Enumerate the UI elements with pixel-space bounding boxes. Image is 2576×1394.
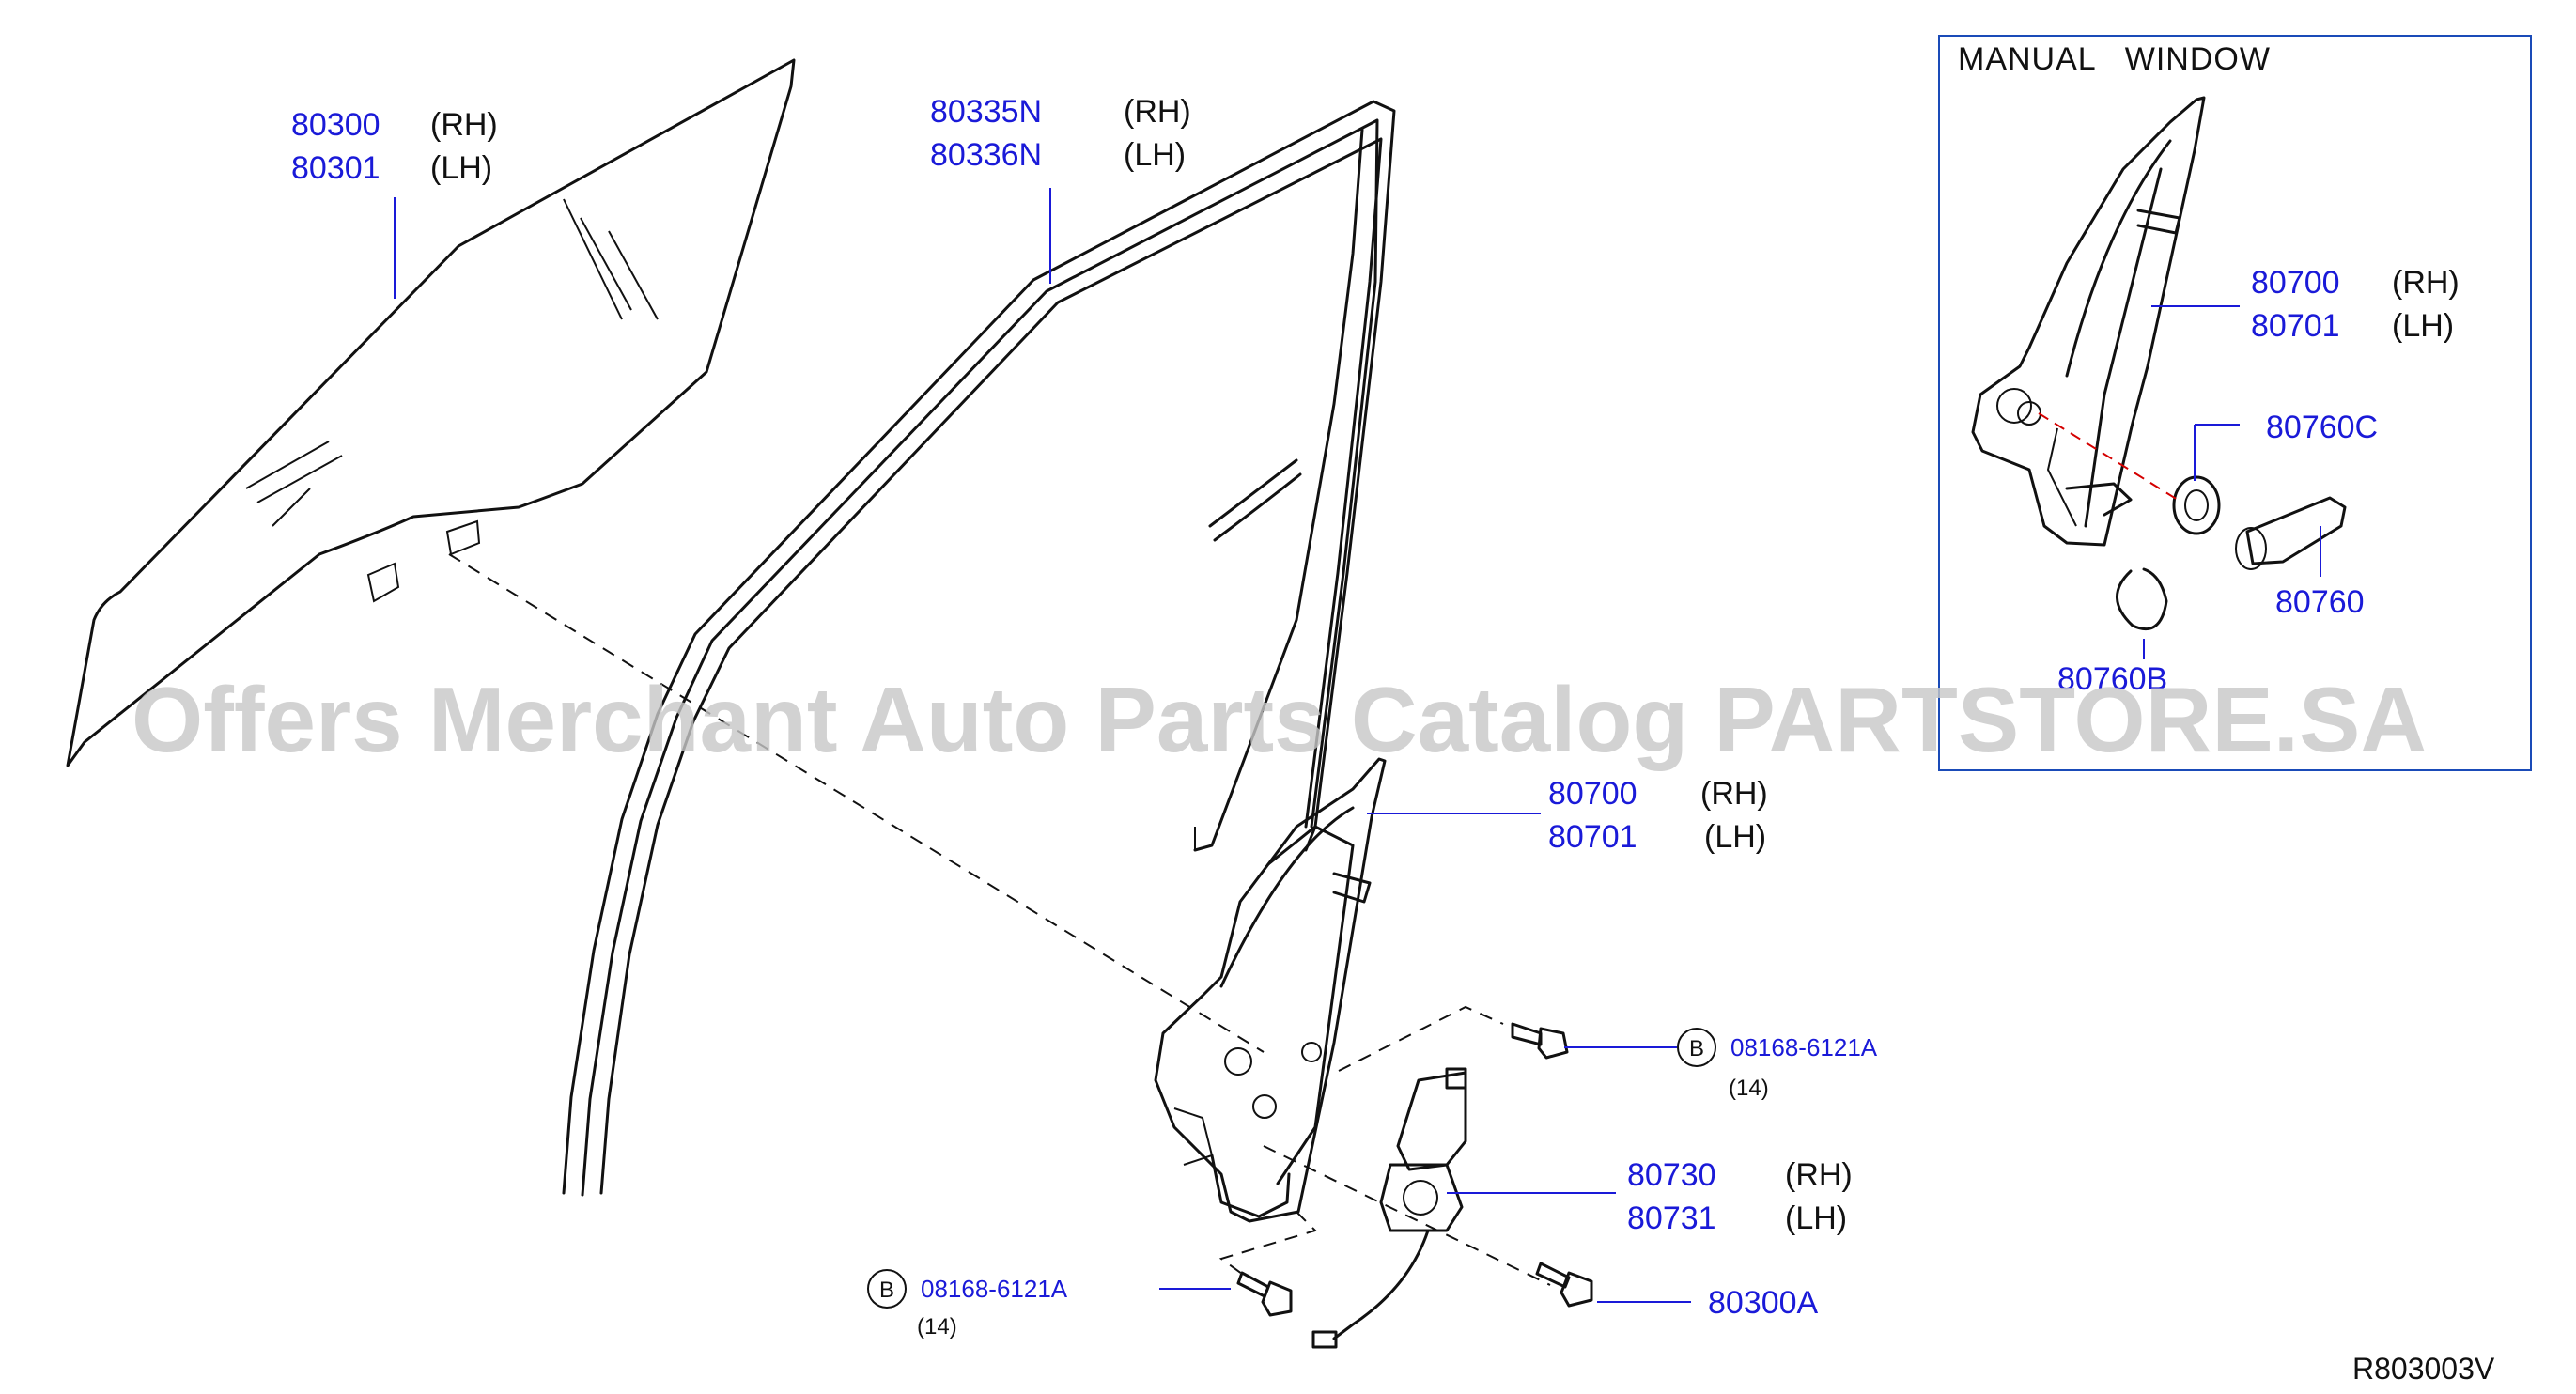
door-glass-drawing [66, 58, 796, 767]
run-channel-lh-side: (LH) [1124, 137, 1186, 173]
manual-regulator-rh-number[interactable]: 80700 [2251, 265, 2340, 301]
manual-regulator-rh-side: (RH) [2392, 265, 2460, 301]
bolt-upper-symbol-letter: B [1689, 1036, 1704, 1061]
glass-rh-number[interactable]: 80300 [291, 107, 380, 143]
assembly-lines [448, 553, 1551, 1286]
bolt-upper-symbol [1677, 1028, 1716, 1067]
manual-window-inset: MANUAL WINDOW 80700 (R [1938, 35, 2532, 771]
leader-lines [394, 188, 1691, 1303]
bolt-lower-drawing [1236, 1271, 1293, 1317]
watermark-text: Offers Merchant Auto Parts Catalog PARTS… [132, 668, 2427, 771]
motor-rh-number[interactable]: 80730 [1627, 1157, 1716, 1193]
bolt-upper-number[interactable]: 08168-6121A [1730, 1033, 1878, 1061]
glass-rh-side: (RH) [430, 107, 498, 143]
motor-lh-number[interactable]: 80731 [1627, 1200, 1716, 1236]
inset-title: MANUAL WINDOW [1958, 41, 2271, 77]
inset-frame [1938, 35, 2532, 771]
handle-number[interactable]: 80760 [2275, 584, 2365, 620]
manual-regulator-drawing [1971, 96, 2206, 547]
motor-rh-side: (RH) [1785, 1157, 1853, 1193]
glass-lh-side: (LH) [430, 150, 492, 186]
run-channel-lh-number[interactable]: 80336N [930, 137, 1042, 173]
motor-drawing [1311, 1067, 1467, 1349]
handle-drawing [2235, 496, 2347, 570]
glass-bolt-drawing [1535, 1262, 1593, 1308]
power-regulator-drawing [1154, 757, 1387, 1223]
glass-bolt-number[interactable]: 80300A [1708, 1285, 1819, 1321]
clip-number[interactable]: 80760B [2057, 661, 2167, 697]
motor-lh-side: (LH) [1785, 1200, 1847, 1236]
bolt-upper-drawing [1511, 1022, 1569, 1060]
bolt-lower-symbol [867, 1269, 907, 1309]
bolt-lower-symbol-letter: B [879, 1278, 894, 1303]
regulator-rh-number[interactable]: 80700 [1548, 776, 1637, 812]
run-channel-rh-side: (RH) [1124, 94, 1191, 130]
glass-lh-number[interactable]: 80301 [291, 150, 380, 186]
run-channel-drawing [562, 100, 1396, 1197]
escutcheon-number[interactable]: 80760C [2266, 410, 2378, 445]
regulator-rh-side: (RH) [1700, 776, 1768, 812]
inset-assembly-line [2038, 412, 2179, 501]
manual-regulator-lh-number[interactable]: 80701 [2251, 308, 2340, 344]
clip-drawing [2116, 567, 2168, 631]
manual-regulator-lh-side: (LH) [2392, 308, 2454, 344]
regulator-lh-side: (LH) [1704, 819, 1766, 855]
bolt-upper-qty: (14) [1729, 1076, 1769, 1101]
drawing-code: R803003V [2352, 1352, 2495, 1386]
run-channel-rh-number[interactable]: 80335N [930, 94, 1042, 130]
bolt-lower-qty: (14) [917, 1314, 957, 1340]
regulator-lh-number[interactable]: 80701 [1548, 819, 1637, 855]
bolt-lower-number[interactable]: 08168-6121A [921, 1275, 1068, 1303]
escutcheon-drawing [2172, 475, 2221, 535]
